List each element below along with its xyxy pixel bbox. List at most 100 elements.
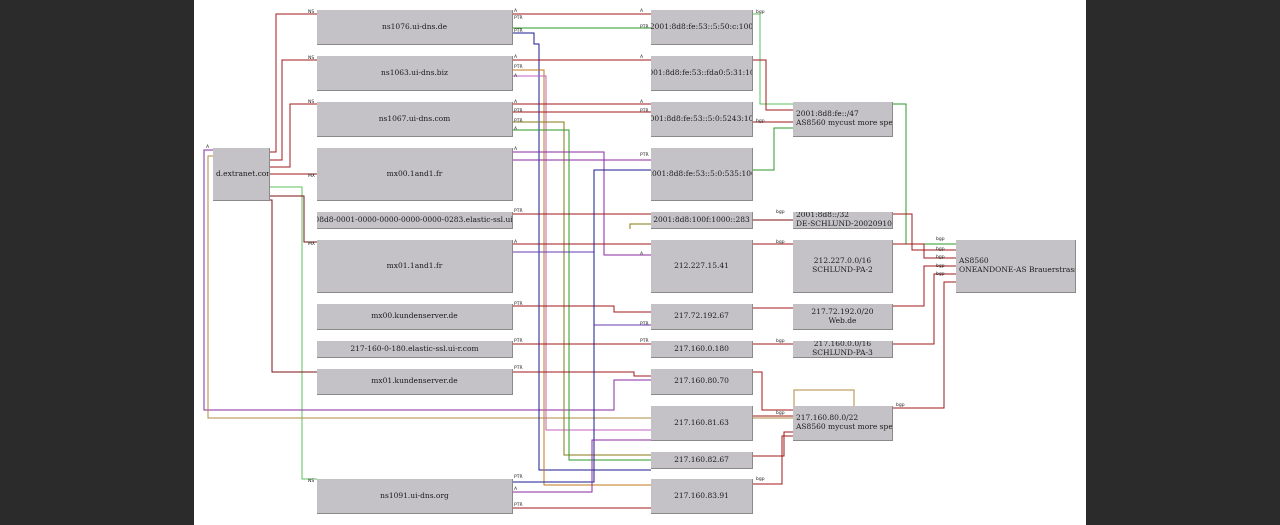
node-ip-3[interactable]: 2001:8d8:fe:53::5:0:535:100 [651, 148, 753, 201]
graph-edge-23 [513, 251, 651, 326]
node-ip-11[interactable]: 217.160.83.91 [651, 479, 753, 514]
node-ns-0[interactable]: ns1076.ui-dns.de [317, 10, 513, 45]
edge-label: A [640, 99, 644, 105]
edge-label: PTR [514, 108, 523, 114]
node-label: AS8560 [959, 256, 989, 266]
node-label: 217-160-0-180.elastic-ssl.ui-r.com [350, 343, 479, 353]
node-elastic-v4[interactable]: 217-160-0-180.elastic-ssl.ui-r.com [317, 341, 513, 358]
edge-label: bgp [776, 209, 785, 215]
graph-edge-39 [753, 371, 793, 411]
graph-edge-1 [270, 59, 317, 161]
node-label: 212.227.0.0/16 [813, 256, 872, 266]
node-label: 2001-08d8-0001-0000-0000-0000-0000-0283.… [317, 214, 513, 224]
node-label: mx00.kundenserver.de [371, 311, 458, 321]
node-sublabel: Web.de [828, 315, 857, 325]
node-sublabel: SCHLUND-PA-3 [812, 348, 873, 357]
graph-edge-2 [270, 103, 317, 168]
node-elastic-v6[interactable]: 2001-08d8-0001-0000-0000-0000-0000-0283.… [317, 212, 513, 229]
node-label: 212.227.15.41 [674, 260, 729, 270]
edge-label: PTR [514, 474, 523, 480]
node-mx-3[interactable]: mx01.kundenserver.de [317, 369, 513, 395]
node-ip-0[interactable]: 2001:8d8:fe:53::5:50:c:100 [651, 10, 753, 45]
edge-label: bgp [756, 9, 765, 15]
edge-label: PTR [514, 64, 523, 70]
node-ip-6[interactable]: 217.72.192.67 [651, 304, 753, 330]
edge-label: A [514, 73, 518, 79]
node-sublabel: DE-SCHLUND-20020910 [796, 219, 892, 228]
node-ns-2[interactable]: ns1067.ui-dns.com [317, 102, 513, 137]
node-label: 2001:8d8:fe::/47 [796, 109, 859, 119]
graph-edge-48 [893, 281, 956, 409]
edge-label: PTR [514, 28, 523, 34]
node-label: 217.160.0.0/16 [813, 341, 872, 349]
node-ip-2[interactable]: 2001:8d8:fe:53::5:0:5243:100 [651, 102, 753, 137]
node-label: 217.160.80.70 [674, 376, 729, 386]
graph-edge-43 [893, 103, 956, 245]
edge-label: PTR [640, 108, 649, 114]
graph-edge-4 [270, 186, 317, 480]
graph-edge-14 [513, 75, 651, 431]
graph-edge-42 [753, 435, 793, 485]
graph-edge-11 [513, 32, 651, 471]
node-label: mx01.1and1.fr [386, 260, 443, 270]
edge-label: bgp [936, 263, 945, 269]
graph-edge-19 [513, 151, 651, 256]
node-ip-5[interactable]: 212.227.15.41 [651, 240, 753, 293]
node-label: 217.160.0.180 [674, 343, 729, 353]
edge-label: PTR [514, 118, 523, 124]
edge-label: NS [308, 55, 314, 61]
node-ns-3[interactable]: ns1091.ui-dns.org [317, 479, 513, 514]
edge-label: A [514, 99, 518, 105]
graph-edge-6 [270, 199, 317, 373]
node-ip-9[interactable]: 217.160.81.63 [651, 406, 753, 441]
node-root-domain[interactable]: d.extranet.com [213, 148, 270, 201]
graph-edge-8 [207, 155, 855, 419]
edge-label: PTR [640, 24, 649, 30]
node-ns-1[interactable]: ns1063.ui-dns.biz [317, 56, 513, 91]
graph-edge-17 [513, 121, 651, 456]
node-label: 217.160.81.63 [674, 417, 729, 427]
edge-label: PTR [640, 152, 649, 158]
edge-label: bgp [936, 271, 945, 277]
graph-edge-31 [753, 13, 793, 105]
edge-label: PTR [514, 365, 523, 371]
edge-label: bgp [756, 118, 765, 124]
graph-edge-30 [629, 223, 651, 229]
edge-label: NS [308, 478, 314, 484]
node-mx-1[interactable]: mx01.1and1.fr [317, 240, 513, 293]
node-label: mx01.kundenserver.de [371, 376, 458, 386]
graph-edge-27 [513, 169, 651, 483]
node-label: 217.72.192.0/20 [811, 306, 874, 316]
edge-label: bgp [776, 338, 785, 344]
node-sublabel: AS8560 mycust more specific [796, 118, 893, 127]
node-mx-0[interactable]: mx00.1and1.fr [317, 148, 513, 201]
edge-label: PTR [514, 301, 523, 307]
graph-edge-24 [513, 305, 651, 313]
node-ip-8[interactable]: 217.160.80.70 [651, 369, 753, 395]
node-label: 2001:8d8:fe:53::5:50:c:100 [651, 21, 753, 31]
node-ip-7[interactable]: 217.160.0.180 [651, 341, 753, 358]
edge-label: A [640, 251, 644, 257]
edge-label: A [514, 54, 518, 60]
node-label: ns1076.ui-dns.de [381, 21, 448, 31]
graph-edge-47 [893, 273, 956, 345]
node-ip-1[interactable]: 2001:8d8:fe:53::fda0:5:31:100 [651, 56, 753, 91]
node-label: 217.72.192.67 [674, 311, 729, 321]
edge-label: PTR [640, 321, 649, 327]
graph-edge-26 [513, 371, 651, 377]
node-ip-10[interactable]: 217.160.82.67 [651, 452, 753, 469]
graph-edge-32 [753, 59, 793, 111]
node-mx-2[interactable]: mx00.kundenserver.de [317, 304, 513, 330]
edge-label: NS [308, 99, 314, 105]
edge-label: PTR [514, 502, 523, 508]
node-ip-4[interactable]: 2001:8d8:100f:1000::283 [651, 212, 753, 229]
node-label: 2001:8d8:fe:53::5:0:535:100 [651, 168, 753, 178]
graph-edge-18 [513, 129, 651, 461]
